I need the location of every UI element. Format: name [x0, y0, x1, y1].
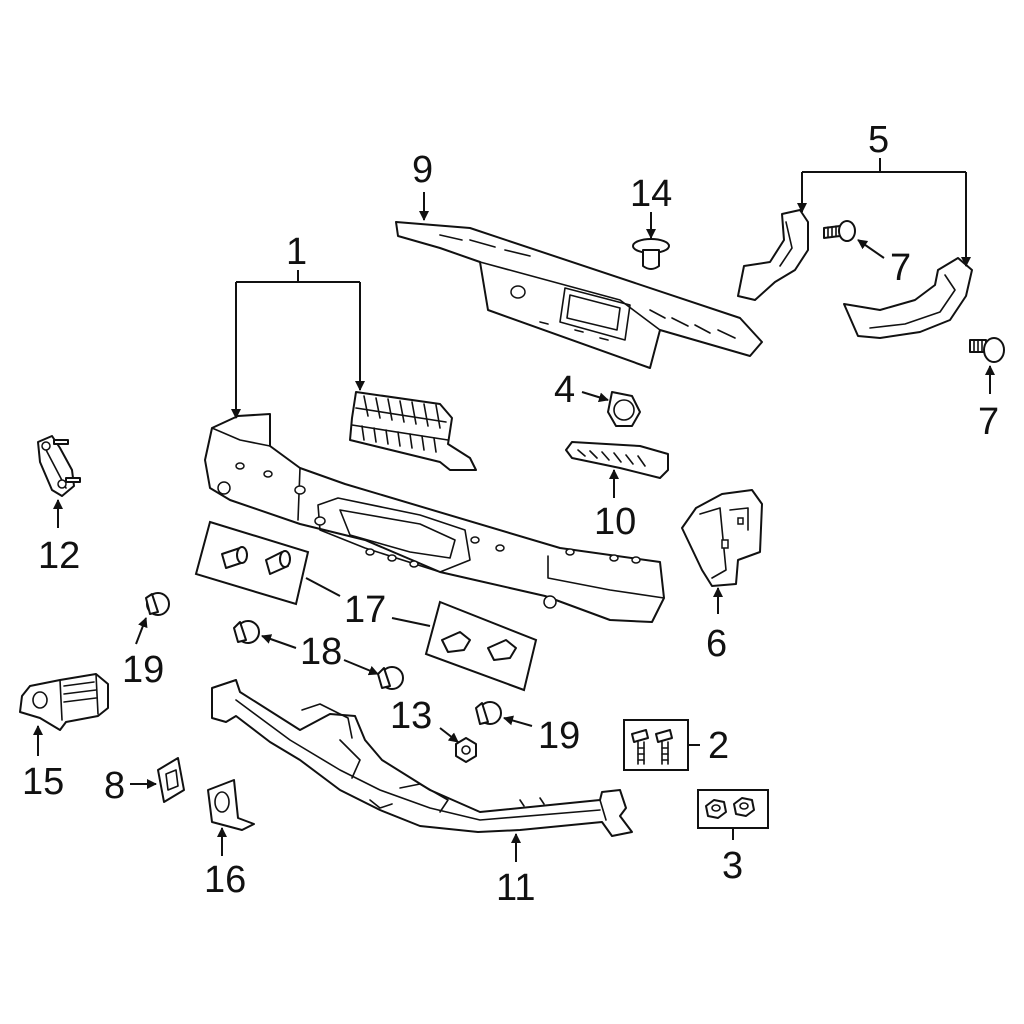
- callout-2: 2: [708, 725, 729, 767]
- callout-12: 12: [38, 535, 80, 577]
- callout-7-upper: 7: [890, 247, 911, 289]
- bolt-part-7-upper: [823, 220, 856, 242]
- callout-18: 18: [300, 631, 342, 673]
- bumper-inner-bracket-part-1: [349, 391, 477, 471]
- cap-part-4: [607, 391, 641, 427]
- callout-16: 16: [204, 859, 246, 901]
- callout-14: 14: [630, 173, 672, 215]
- callout-10: 10: [594, 501, 636, 543]
- callout-9: 9: [412, 149, 433, 191]
- reinforcement-part-11: [211, 679, 633, 837]
- end-bracket-part-6: [681, 489, 763, 587]
- push-pin-part-14: [632, 238, 670, 270]
- bushing-part-18-left: [233, 620, 260, 644]
- callout-19-left: 19: [122, 649, 164, 691]
- callout-15: 15: [22, 761, 64, 803]
- bushing-part-19-left: [145, 592, 170, 616]
- callout-6: 6: [706, 623, 727, 665]
- callout-7-lower: 7: [978, 401, 999, 443]
- bushing-part-19-right: [475, 701, 502, 725]
- callout-3: 3: [722, 845, 743, 887]
- callout-11: 11: [496, 867, 535, 909]
- bolt-kit-part-2: [623, 719, 700, 771]
- stud-bracket-part-12: [37, 435, 81, 497]
- bumper-guard-kit-part-17: [194, 520, 538, 692]
- bracket-part-16: [207, 779, 255, 831]
- clip-part-8: [157, 757, 185, 803]
- step-pad-part-9: [395, 221, 763, 369]
- callout-4: 4: [554, 369, 575, 411]
- callout-19-right: 19: [538, 715, 580, 757]
- bracket-part-10: [565, 441, 669, 479]
- washer-part-13: [455, 737, 477, 763]
- callout-labels: 1 2 3 4 5 6 7 7 8 9 10 11 12 13 14 15 16…: [22, 119, 999, 909]
- callout-5: 5: [868, 119, 889, 161]
- callout-8: 8: [104, 765, 125, 807]
- bumper-bar-part-1: [204, 413, 665, 623]
- leader-lines: [33, 158, 995, 862]
- bushing-part-18-right: [377, 666, 404, 690]
- nut-kit-part-3: [697, 789, 769, 840]
- callout-17: 17: [344, 589, 386, 631]
- bracket-part-5-right: [843, 257, 973, 339]
- callout-1: 1: [286, 231, 307, 273]
- module-part-15: [19, 673, 109, 731]
- bolt-part-7-lower: [969, 337, 1005, 363]
- callout-13: 13: [390, 695, 432, 737]
- bracket-part-5-left: [737, 209, 809, 301]
